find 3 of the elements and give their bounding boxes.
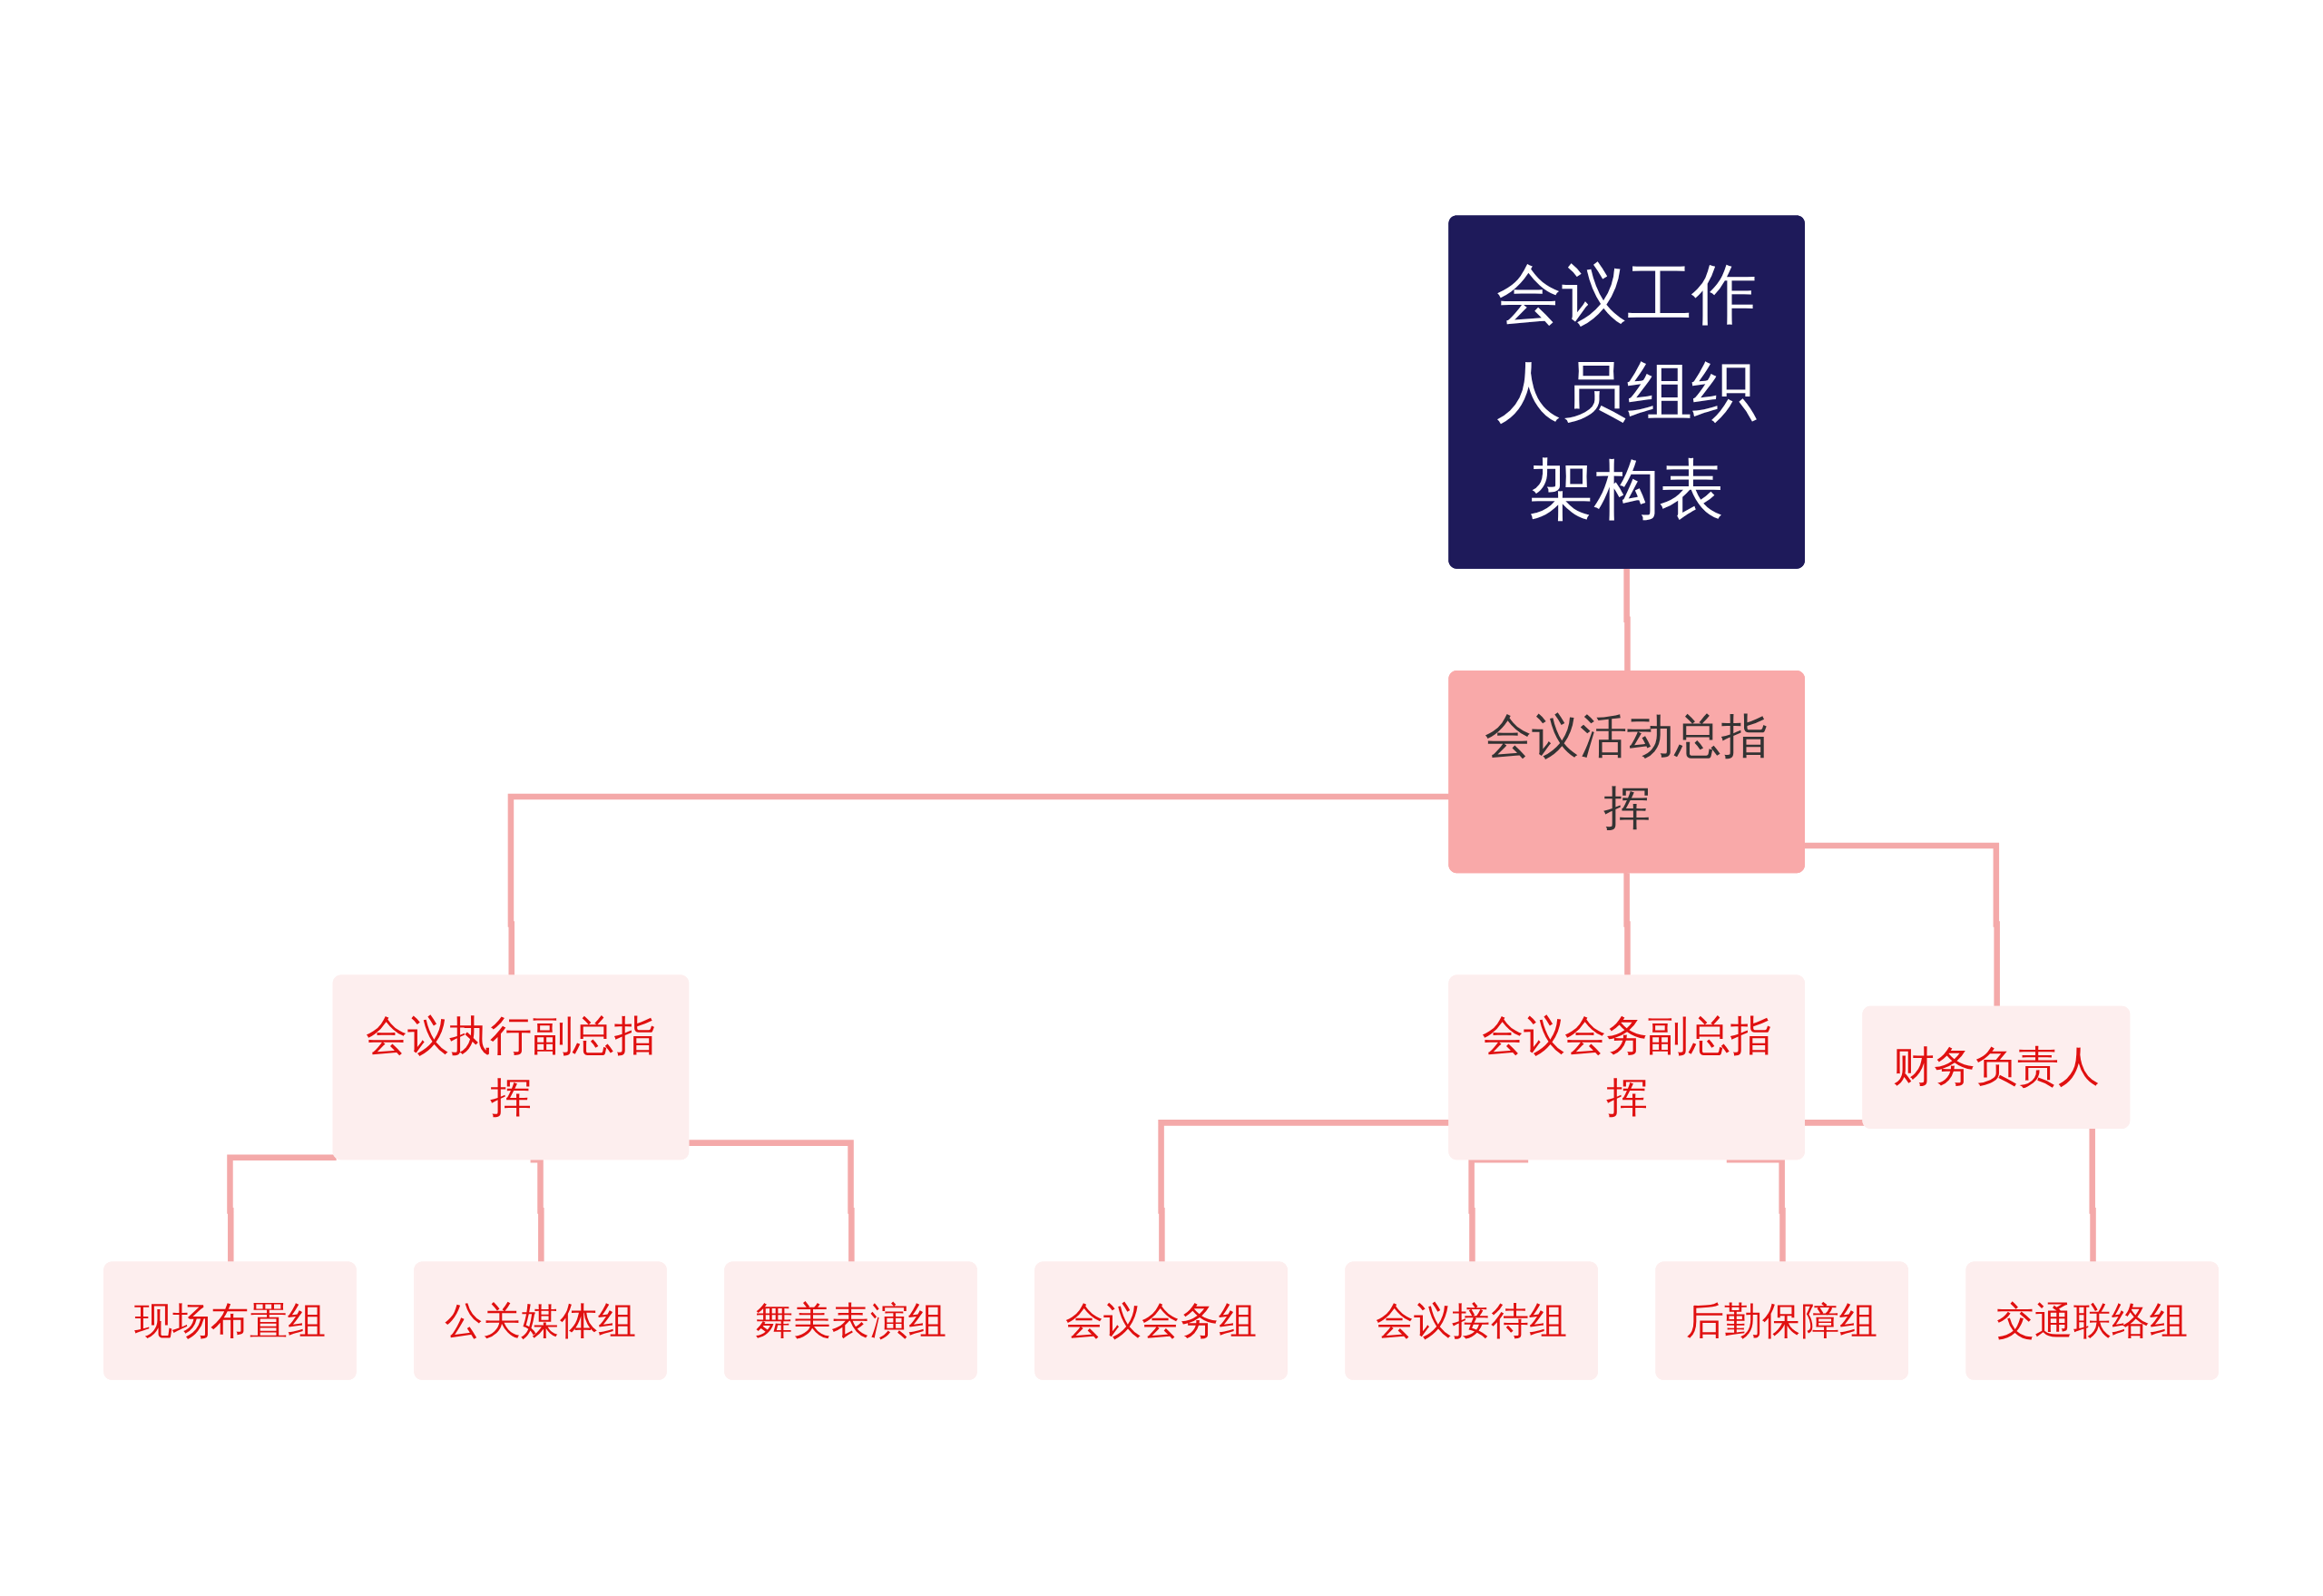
connector bbox=[1805, 843, 2001, 1008]
connector bbox=[689, 1140, 856, 1264]
connector bbox=[227, 1154, 338, 1264]
